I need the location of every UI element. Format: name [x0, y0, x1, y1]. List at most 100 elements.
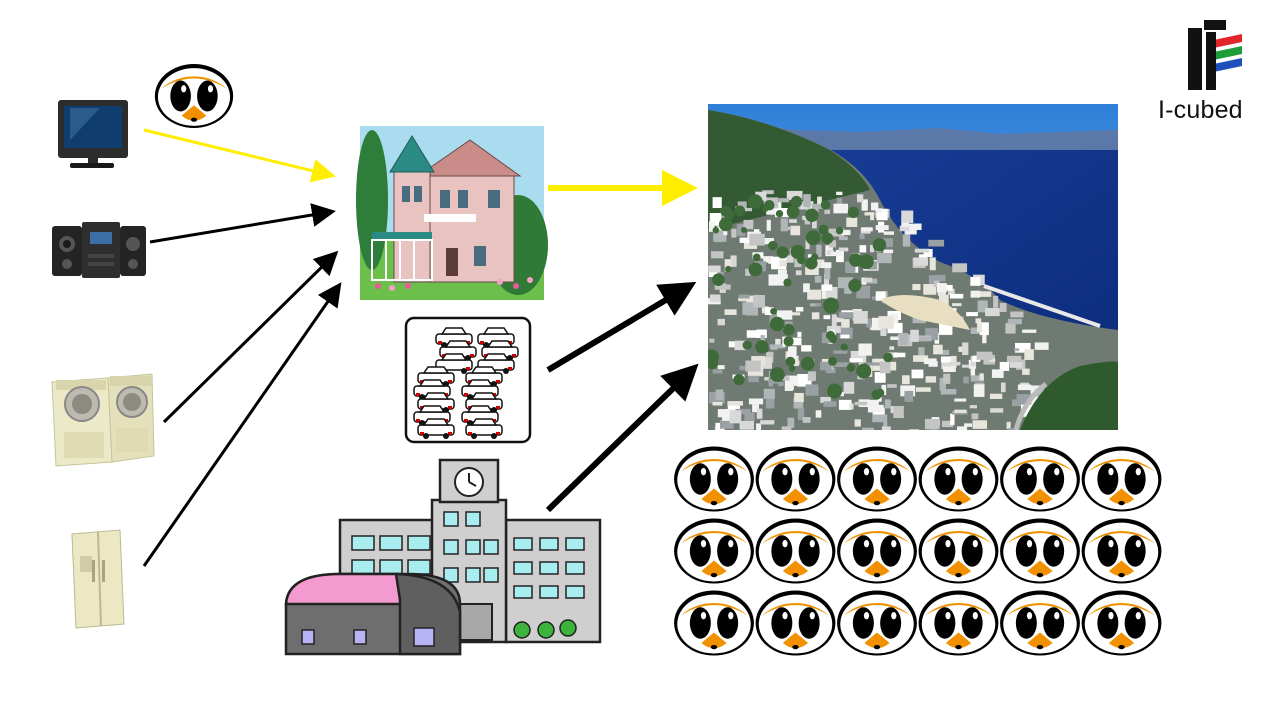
city-building [805, 266, 819, 275]
city-building [871, 317, 883, 331]
city-building [975, 318, 982, 324]
city-building [821, 284, 833, 291]
city-tree [796, 255, 806, 265]
city-building [802, 417, 811, 423]
city-building [765, 398, 775, 409]
city-building [884, 399, 891, 409]
car-icon [435, 353, 473, 374]
city-building [923, 249, 933, 258]
city-building [966, 312, 978, 317]
city-building [850, 350, 867, 363]
city-building [1007, 318, 1022, 325]
city-building [928, 275, 940, 284]
city-building [963, 376, 969, 384]
owl-mascot-icon [918, 590, 999, 656]
city-building [832, 317, 844, 323]
city-building [797, 331, 802, 338]
city-building [775, 338, 781, 345]
city-tree [848, 253, 863, 267]
city-building [1006, 355, 1022, 363]
city-building [853, 311, 868, 324]
city-building [962, 342, 969, 356]
owl-mascot-icon [674, 446, 754, 512]
city-building [1022, 329, 1037, 333]
city-building [833, 203, 849, 214]
city-building [805, 384, 819, 396]
city-building [893, 352, 906, 358]
city-tree [712, 226, 720, 234]
city-building [781, 426, 792, 430]
city-building [1009, 362, 1023, 368]
city-building [778, 198, 790, 203]
city-building [768, 379, 779, 384]
city-building [763, 256, 774, 263]
city-building [877, 253, 892, 264]
city-building [859, 245, 867, 253]
city-building [712, 369, 723, 374]
city-building [739, 365, 746, 371]
owl-mascot-icon [154, 64, 234, 128]
city-building [788, 219, 797, 223]
coastal-city-photo [708, 104, 1118, 430]
city-building [937, 291, 946, 296]
city-building [972, 355, 981, 362]
city-building [875, 291, 886, 301]
city-building [841, 229, 851, 236]
city-building [825, 286, 838, 299]
arrow-tv-to-house [143, 128, 336, 183]
city-building [970, 366, 976, 376]
city-building [739, 420, 754, 430]
city-building [801, 345, 812, 352]
city-building [1006, 421, 1011, 429]
city-building [714, 230, 724, 243]
city-building [764, 307, 774, 316]
city-building [719, 419, 734, 429]
city-building [714, 284, 731, 290]
city-building [914, 248, 930, 253]
city-building [982, 334, 987, 344]
city-building [933, 280, 940, 287]
city-tree [823, 297, 840, 314]
city-building [989, 358, 996, 362]
city-building [764, 377, 770, 381]
city-building [902, 375, 910, 385]
city-building [861, 199, 868, 211]
city-building [810, 303, 817, 307]
city-building [1005, 323, 1016, 334]
city-building [787, 346, 797, 359]
city-building [807, 371, 816, 381]
city-building [724, 259, 731, 272]
city-tree [828, 334, 838, 344]
city-building [878, 316, 894, 329]
city-building [839, 327, 853, 339]
city-building [717, 409, 733, 418]
city-building [721, 413, 730, 421]
city-tree [748, 194, 763, 209]
city-building [838, 312, 855, 319]
city-building [902, 234, 911, 247]
city-building [751, 356, 766, 365]
city-building [795, 307, 804, 312]
city-building [925, 376, 937, 383]
city-building [833, 362, 849, 368]
city-building [939, 377, 946, 391]
city-building [748, 375, 759, 383]
city-building [869, 399, 879, 409]
city-tree [740, 226, 748, 233]
city-tree [718, 217, 733, 232]
city-building [958, 346, 965, 352]
city-building [756, 408, 763, 419]
city-building [828, 228, 845, 237]
city-building [840, 334, 850, 339]
city-building [760, 335, 765, 344]
city-tree [818, 224, 829, 235]
city-building [881, 426, 891, 430]
city-building [748, 398, 764, 405]
city-building [1008, 428, 1014, 430]
city-building [817, 196, 822, 208]
city-building [749, 233, 765, 246]
city-building [792, 337, 802, 346]
city-building [709, 338, 715, 343]
city-building [887, 384, 897, 388]
